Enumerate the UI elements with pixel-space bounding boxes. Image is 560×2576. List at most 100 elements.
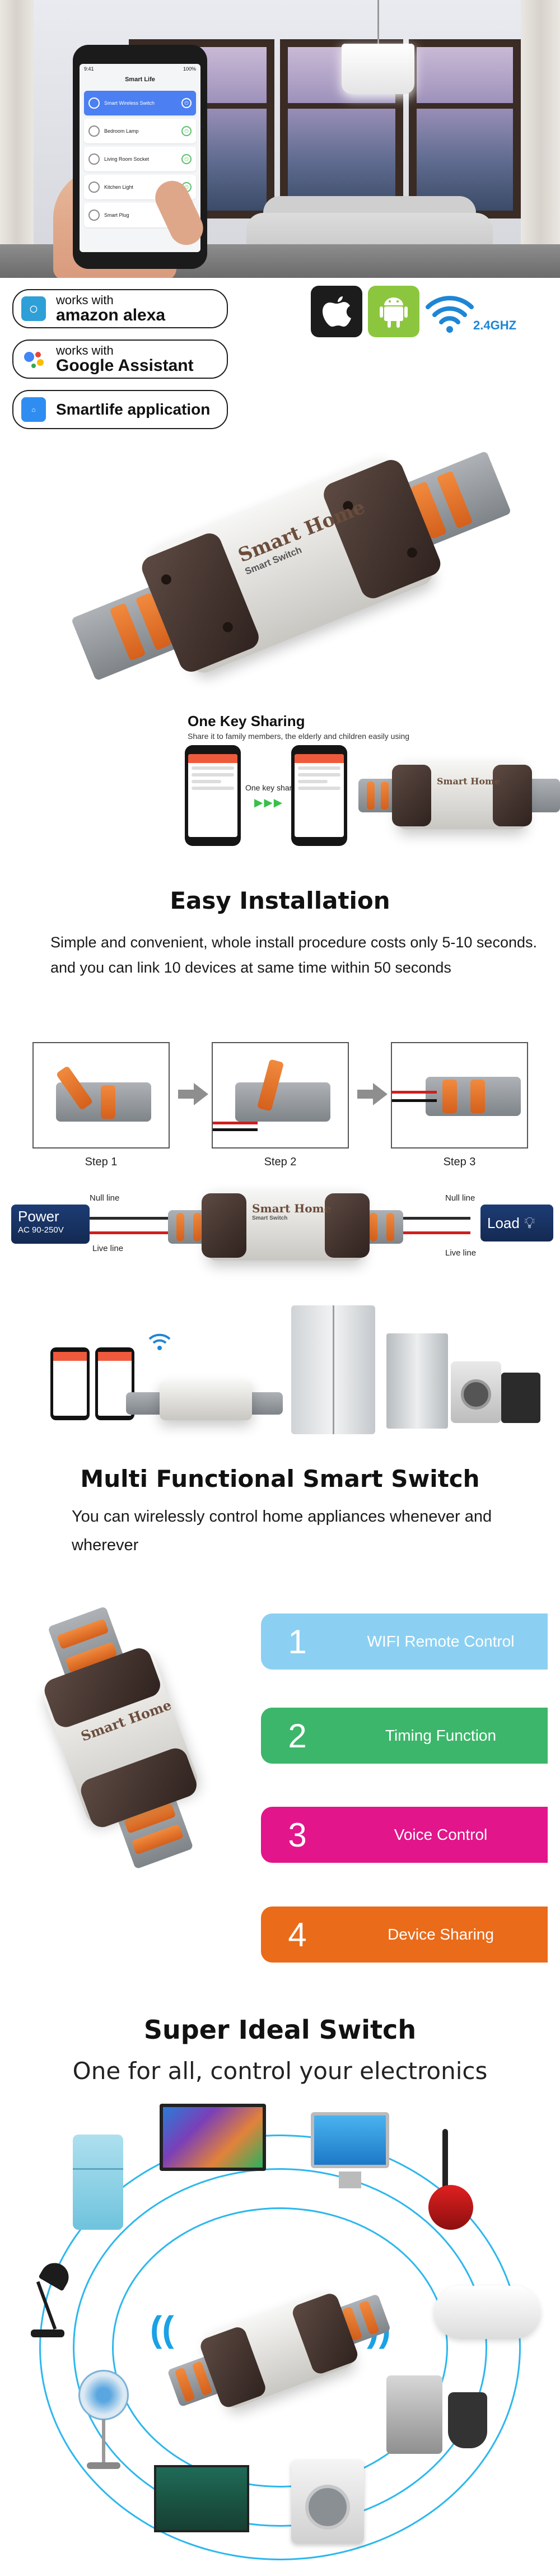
feature-number: 4 — [288, 1915, 307, 1954]
television — [160, 2104, 266, 2171]
curtain-left — [0, 0, 34, 278]
badge-big-text: Google Assistant — [56, 356, 194, 375]
multi-text: You can wirelessly control home applianc… — [72, 1508, 492, 1554]
power-icon[interactable]: ⏻ — [181, 98, 192, 108]
share-label: One key sharing — [245, 783, 302, 792]
ideal-subtitle: One for all, control your electronics — [72, 2057, 488, 2085]
washing-machine — [291, 2459, 364, 2544]
bulb-icon: 💡︎ — [524, 1213, 535, 1231]
status-battery: 100% — [183, 66, 196, 72]
feature-wifi-remote: 1 WIFI Remote Control — [261, 1614, 548, 1670]
feature-label: Voice Control — [394, 1826, 488, 1843]
smart-switch-wired: Smart Home Smart Switch — [168, 1185, 403, 1263]
device-card[interactable]: Living Room Socket ⏻ — [84, 147, 196, 171]
alexa-badge: ◯ works with amazon alexa — [12, 289, 228, 328]
step-label: Step 1 — [85, 1156, 118, 1168]
feature-label: Timing Function — [385, 1727, 497, 1744]
one-key-sharing: One Key Sharing Share it to family membe… — [0, 700, 560, 896]
step-2-image — [212, 1042, 349, 1148]
badge-small-text: works with — [56, 343, 114, 357]
hero-banner: 9:41 100% Smart Life Smart Wireless Swit… — [0, 0, 560, 278]
smart-switch-center — [167, 2286, 392, 2420]
air-conditioner — [386, 1333, 448, 1429]
feature-number: 2 — [288, 1717, 307, 1755]
smart-switch-small: Smart Home — [358, 748, 560, 843]
null-line-label: Null line — [90, 1193, 120, 1203]
device-name: Smart Plug — [104, 212, 129, 218]
device-name: Kitchen Light — [104, 184, 134, 190]
live-line-label: Live line — [92, 1244, 124, 1253]
step-label: Step 3 — [443, 1156, 476, 1168]
apple-icon — [311, 286, 362, 337]
android-icon — [368, 286, 419, 337]
live-line-label: Live line — [445, 1248, 477, 1258]
wifi-band-label: 2.4GHZ — [473, 318, 517, 332]
washing-machine — [451, 1361, 501, 1423]
orbit-ring — [39, 2135, 521, 2560]
null-line-label: Null line — [445, 1193, 475, 1203]
feature-label: WIFI Remote Control — [367, 1633, 515, 1650]
plug-icon — [88, 210, 100, 221]
device-name: Bedroom Lamp — [104, 128, 139, 134]
water-heater — [434, 2286, 540, 2339]
electric-fan — [73, 2370, 134, 2471]
multi-title: Multi Functional Smart Switch — [80, 1465, 480, 1492]
app-title: Smart Life — [125, 76, 155, 83]
share-arrows: ▶▶▶ — [254, 797, 284, 809]
socket-icon — [88, 154, 100, 165]
pendant-lamp — [342, 44, 414, 94]
phone-mockup — [291, 745, 347, 846]
arrow-right-icon — [194, 1083, 208, 1105]
coffee-machine — [501, 1373, 540, 1423]
step-label: Step 2 — [264, 1156, 297, 1168]
product-hero: Smart Home Smart Switch — [0, 437, 560, 700]
phone-mockup — [95, 1347, 134, 1420]
smartlife-icon: ⌂ — [21, 397, 46, 422]
feature-label: Device Sharing — [388, 1926, 494, 1943]
device-model: Smart Switch — [252, 1215, 288, 1221]
device-card[interactable]: Smart Wireless Switch ⏻ — [84, 91, 196, 115]
alexa-icon: ◯ — [21, 296, 46, 321]
signal-waves-icon: (( — [150, 2309, 174, 2349]
badge-small-text: works with — [56, 292, 114, 307]
coffee-machine — [386, 2375, 442, 2454]
step-1-image — [32, 1042, 170, 1148]
badge-big-text: amazon alexa — [56, 305, 166, 324]
device-card[interactable]: Bedroom Lamp ⏻ — [84, 119, 196, 143]
refrigerator — [291, 1305, 375, 1434]
feature-timing: 2 Timing Function — [261, 1708, 548, 1764]
kettle — [448, 2392, 487, 2448]
load-box: Load 💡︎ — [480, 1205, 553, 1241]
share-title: One Key Sharing — [188, 713, 305, 729]
ideal-title: Super Ideal Switch — [143, 2015, 417, 2045]
power-source-box: Power AC 90-250V — [11, 1205, 90, 1244]
google-assistant-icon — [21, 347, 46, 371]
power-icon[interactable]: ⏻ — [181, 126, 192, 136]
feature-voice: 3 Voice Control — [261, 1807, 548, 1863]
load-label: Load — [487, 1214, 520, 1231]
device-name: Living Room Socket — [104, 156, 150, 162]
app-screen: 9:41 100% Smart Life Smart Wireless Swit… — [80, 64, 200, 252]
window — [409, 39, 521, 218]
desk-lamp — [20, 2258, 76, 2342]
share-subtitle: Share it to family members, the elderly … — [188, 732, 410, 741]
feature-sharing: 4 Device Sharing — [261, 1907, 548, 1963]
install-title: Easy Installation — [170, 887, 390, 914]
device-brand: Smart Home — [437, 776, 501, 787]
device-name: Smart Wireless Switch — [104, 100, 155, 106]
lamp-icon — [88, 125, 100, 137]
power-voltage: AC 90-250V — [18, 1225, 64, 1235]
wifi-icon — [426, 290, 474, 338]
status-time: 9:41 — [84, 66, 94, 72]
smartlife-badge: ⌂ Smartlife application — [12, 390, 228, 429]
bulb-icon — [88, 182, 100, 193]
orbit-ring — [73, 2168, 487, 2527]
curtain-right — [521, 0, 560, 278]
device-brand: Smart Home — [252, 1202, 332, 1215]
phone-mockup — [185, 745, 241, 846]
switch-icon — [88, 97, 100, 109]
smart-switch-small — [126, 1378, 283, 1423]
smart-switch-vertical: Smart Home — [11, 1606, 235, 1870]
badge-big-text: Smartlife application — [56, 401, 211, 419]
power-icon[interactable]: ⏻ — [181, 154, 192, 164]
